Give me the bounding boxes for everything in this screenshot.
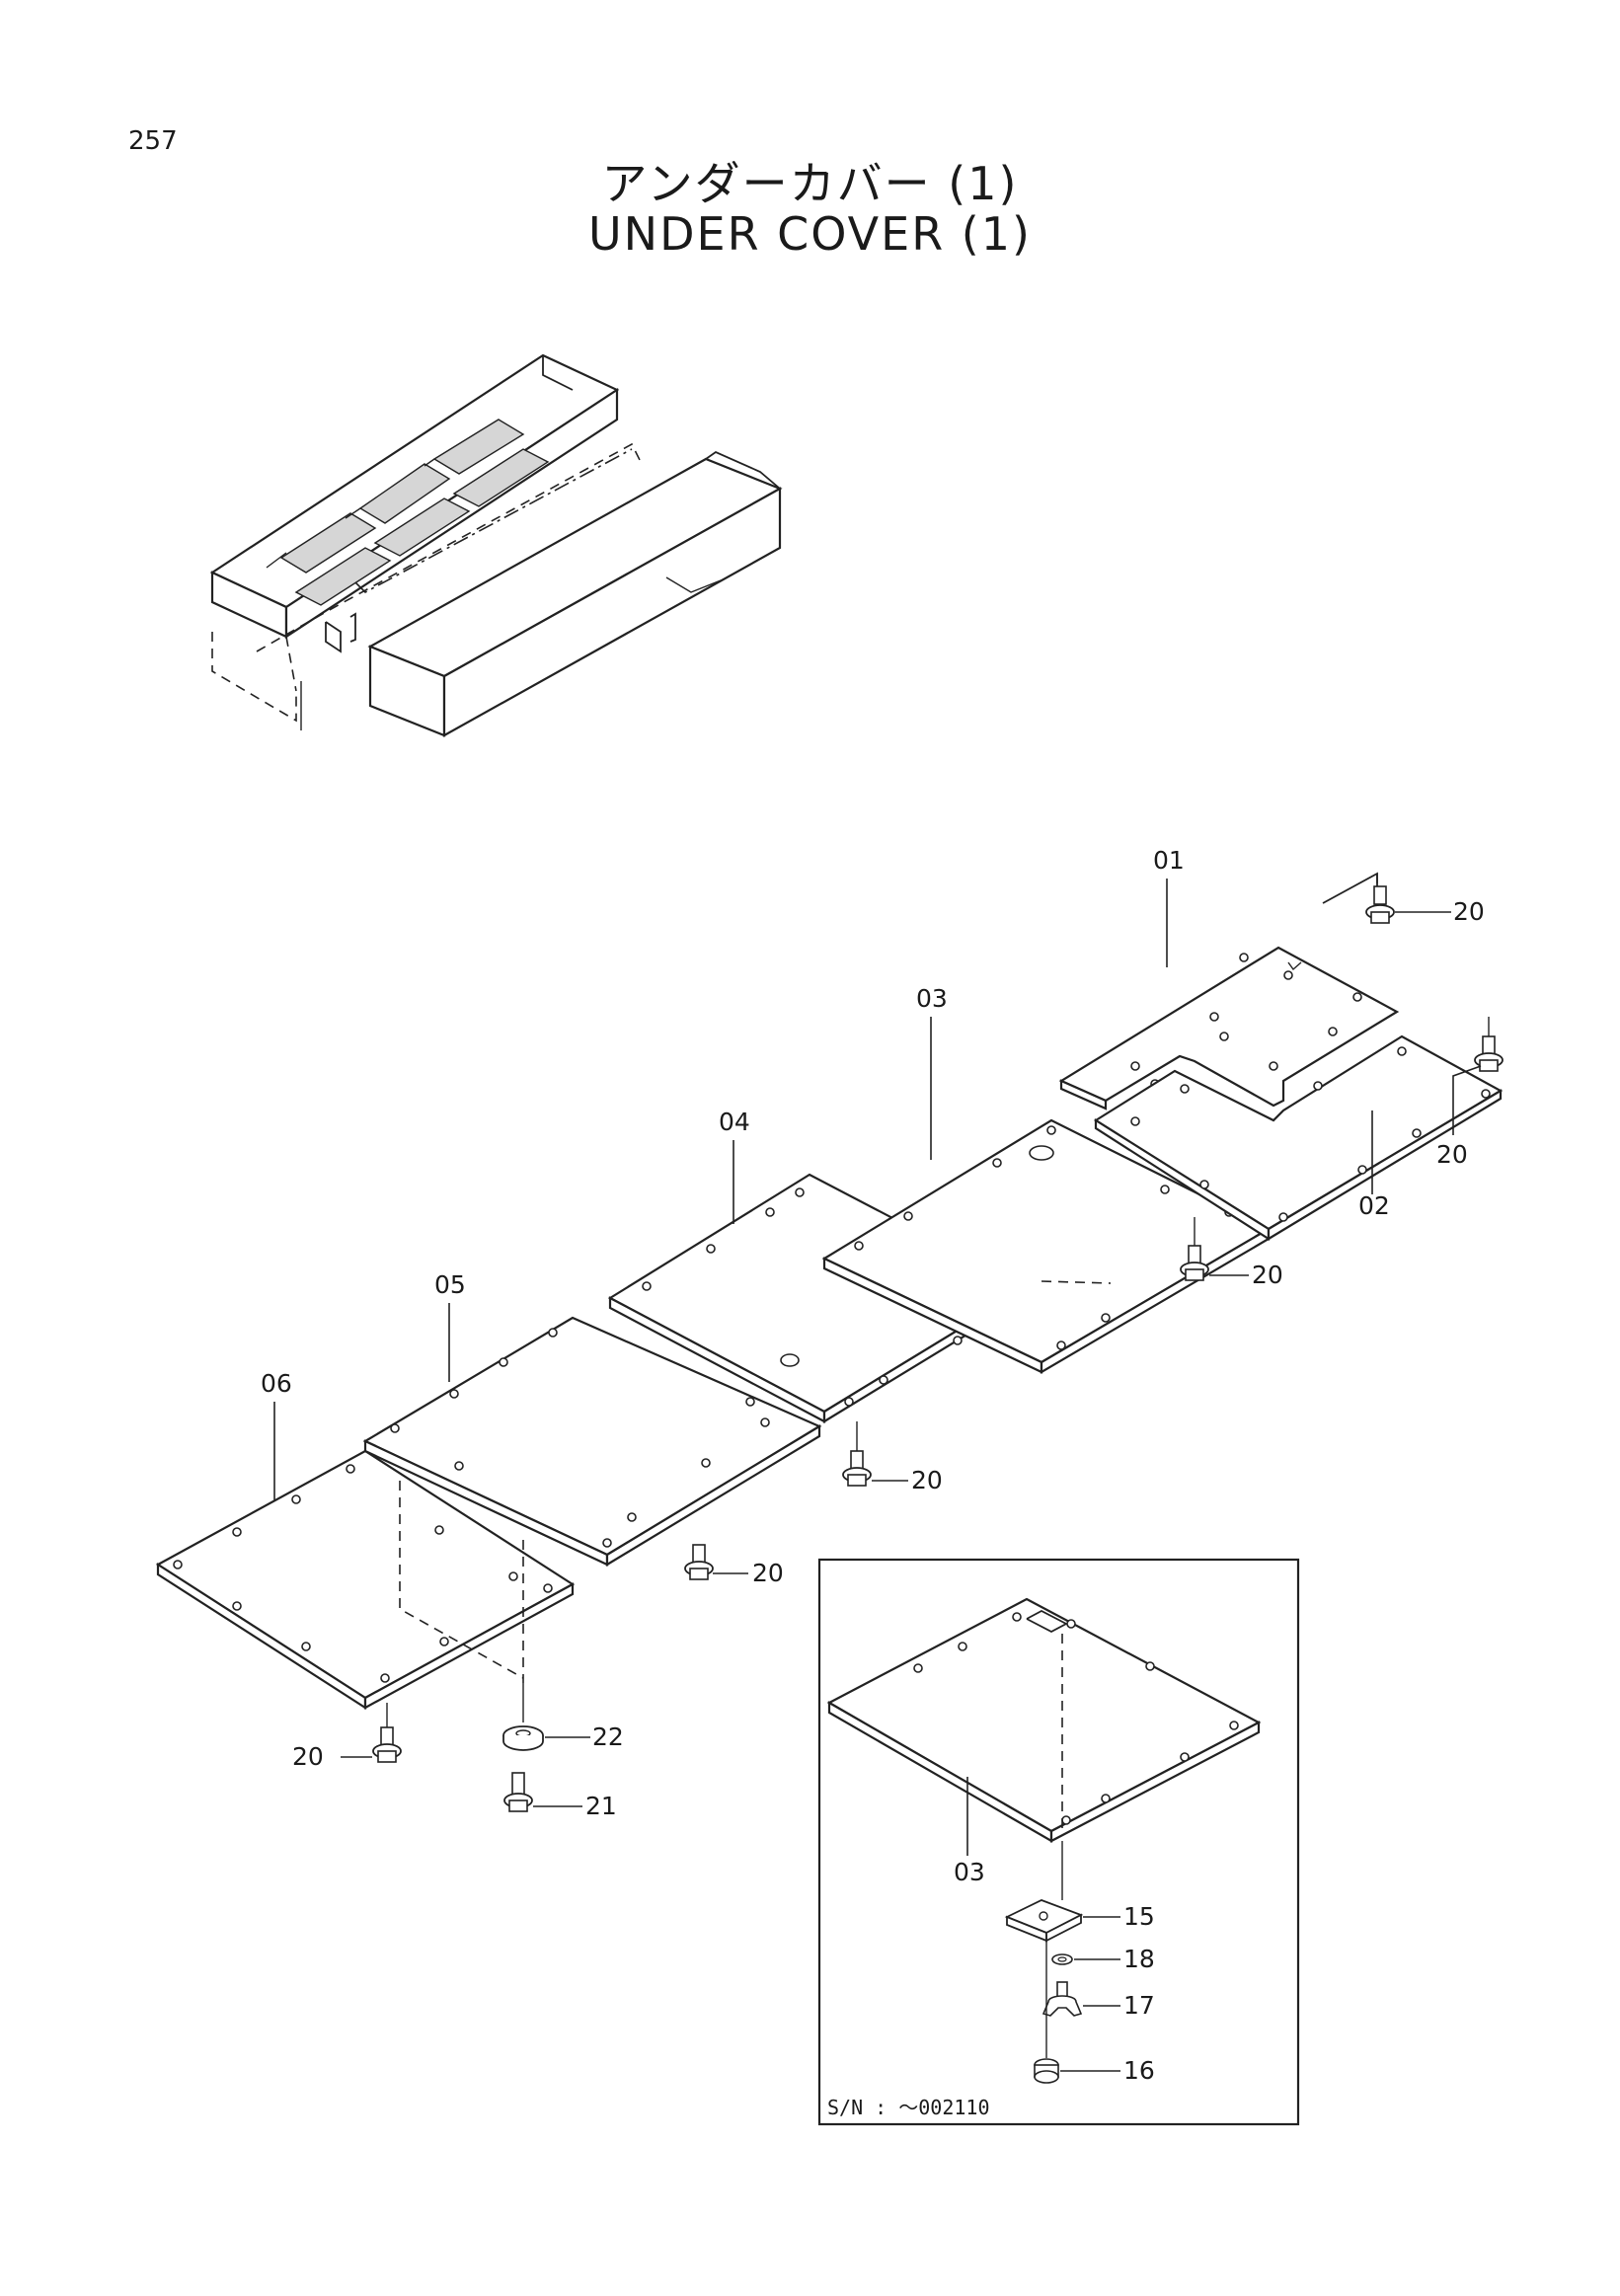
washer-18 [1051, 1953, 1073, 1965]
title-japanese: アンダーカバー (1) [601, 157, 1019, 210]
leader-lines [273, 879, 1482, 1807]
callout-18: 18 [1123, 1945, 1155, 1973]
bolt-20-a [1365, 885, 1395, 924]
callout-03: 03 [916, 984, 948, 1013]
nut-16 [1034, 1935, 1059, 2084]
detail-view-box [817, 1558, 1300, 2126]
callout-01: 01 [1153, 846, 1185, 875]
bolt-20-e [684, 1544, 714, 1580]
bolt-20-c [1180, 1217, 1209, 1281]
cover-plate-01 [1058, 946, 1400, 1110]
clip-plate-15 [1004, 1899, 1084, 1943]
callout-02: 02 [1358, 1191, 1390, 1220]
callout-22: 22 [592, 1722, 624, 1751]
title-english: UNDER COVER (1) [588, 207, 1032, 261]
callout-21: 21 [585, 1792, 617, 1820]
location-sketch [209, 353, 783, 737]
page-number: 257 [128, 126, 178, 156]
callout-20-f: 20 [292, 1742, 324, 1771]
bolt-20-f [372, 1703, 402, 1763]
serial-number-note: S/N : ～002110 [827, 2096, 990, 2119]
callout-15: 15 [1123, 1902, 1155, 1931]
bolt-20-d [842, 1421, 872, 1487]
cover-plate-06 [155, 1449, 576, 1711]
callout-05: 05 [434, 1270, 466, 1299]
callout-16: 16 [1123, 2056, 1155, 2085]
callout-04: 04 [719, 1108, 750, 1136]
bolt-20-b [1474, 1017, 1504, 1072]
bolt-21 [503, 1772, 533, 1812]
callout-20-d: 20 [911, 1466, 943, 1494]
cover-plate-05 [362, 1316, 822, 1567]
callout-06: 06 [261, 1369, 292, 1398]
callout-17: 17 [1123, 1991, 1155, 2020]
callout-20-e: 20 [752, 1559, 784, 1587]
washer-22 [502, 1683, 544, 1751]
wing-bolt-17 [1041, 1981, 1083, 2017]
cover-plate-02 [1093, 1034, 1504, 1242]
callout-20-c: 20 [1252, 1261, 1283, 1289]
callout-detail-03: 03 [954, 1858, 985, 1886]
callout-20-a: 20 [1453, 897, 1485, 926]
callout-20-b: 20 [1436, 1140, 1468, 1169]
